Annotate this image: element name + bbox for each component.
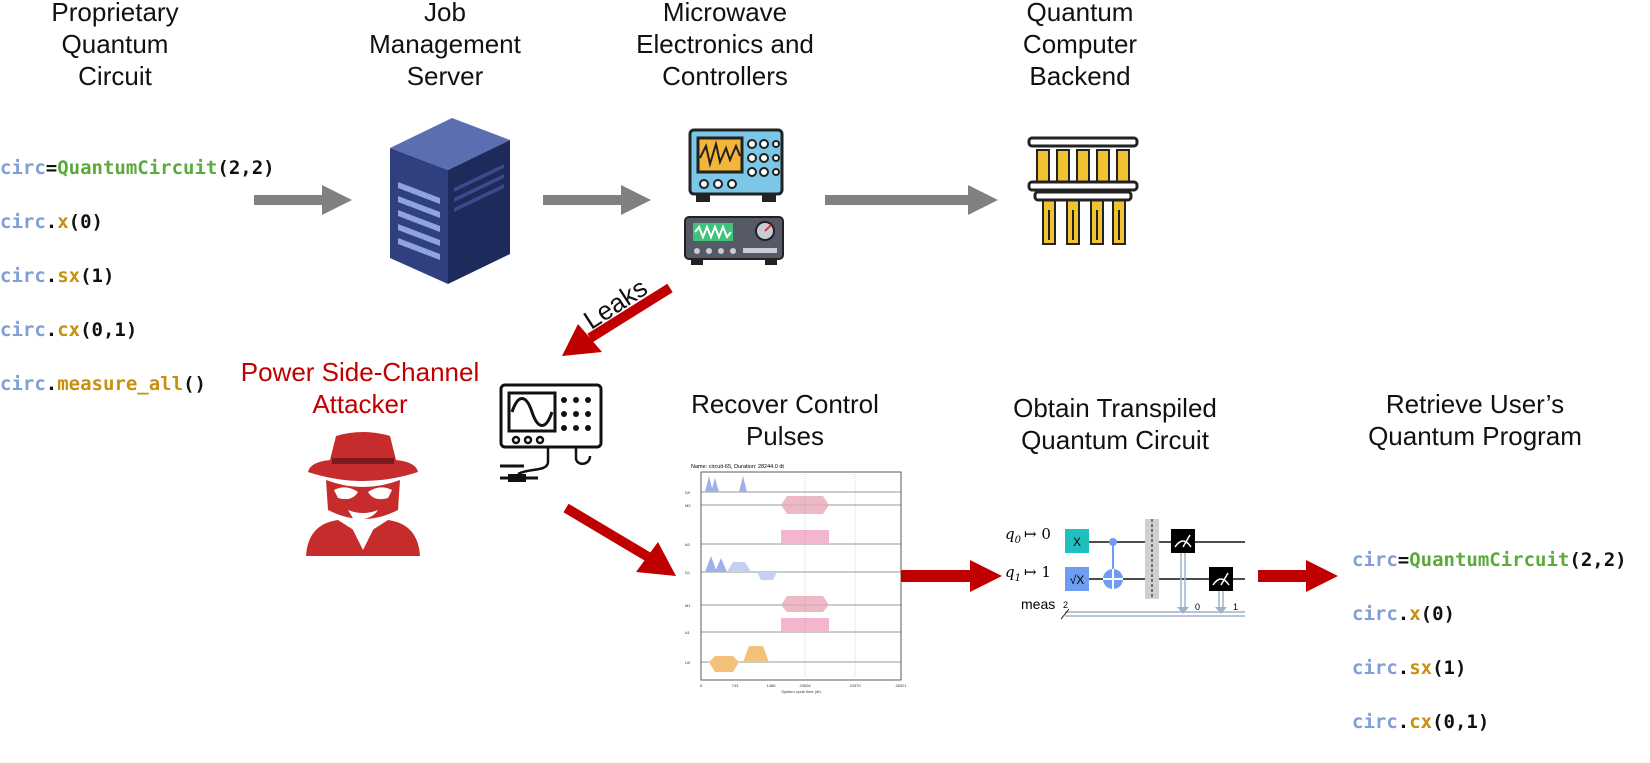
code-line: circ.sx(1) xyxy=(0,265,115,287)
code-right: circ=QuantumCircuit(2,2) circ.x(0) circ.… xyxy=(1352,520,1627,763)
arrow-scope-to-pulses xyxy=(563,503,676,576)
cx-control xyxy=(1109,538,1117,546)
code-line: circ.x(0) xyxy=(1352,603,1455,625)
transpiled-circuit: q0↦ 0 q1↦ 1 meas 2 X √X 0 1 xyxy=(1005,519,1245,620)
gate-x-label: X xyxy=(1073,535,1081,549)
x-axis-label: System cycle time (dt) xyxy=(781,689,821,694)
meas-bit-1: 1 xyxy=(1233,602,1238,612)
x-tick: 1485 xyxy=(767,683,777,688)
x-tick: 743 xyxy=(732,683,739,688)
gate-x xyxy=(1065,529,1089,553)
code-line: circ.x(0) xyxy=(0,211,103,233)
hacker-icon xyxy=(306,432,420,556)
channel-label: D0 xyxy=(685,490,691,495)
code-line: circ.cx(0,1) xyxy=(1352,711,1490,733)
code-left: circ=QuantumCircuit(2,2) circ.x(0) circ.… xyxy=(0,128,275,425)
pulse-schedule-plot: Name: circuit-65, Duration: 28244.0 dt D… xyxy=(685,464,907,694)
channel-label: M0 xyxy=(685,503,691,508)
code-line: circ=QuantumCircuit(2,2) xyxy=(1352,549,1627,571)
x-tick: 23528 xyxy=(799,683,811,688)
x-tick: 0 xyxy=(700,683,703,688)
arrow-circuit-to-server xyxy=(254,185,352,215)
code-line: circ.sx(1) xyxy=(1352,657,1467,679)
x-tick: 24370 xyxy=(849,683,861,688)
probe-scope-icon xyxy=(499,383,603,482)
meas-bit-0: 0 xyxy=(1195,602,1200,612)
q0-label: q0↦ 0 xyxy=(1005,525,1051,546)
quantum-chip-icon xyxy=(1027,136,1139,245)
arrow-circuit-to-program xyxy=(1258,560,1338,592)
q1-label: q1↦ 1 xyxy=(1005,563,1051,584)
channel-label: U0 xyxy=(685,660,691,665)
arrow-leaks xyxy=(562,283,673,356)
code-line: circ.cx(0,1) xyxy=(0,319,138,341)
meas-label: meas xyxy=(1021,596,1055,612)
gate-sx xyxy=(1065,567,1089,591)
gate-sx-label: √X xyxy=(1070,573,1085,587)
server-icon xyxy=(390,118,510,284)
channel-label: A1 xyxy=(685,630,691,635)
x-tick: 28321 xyxy=(895,683,907,688)
signal-generator-icon xyxy=(684,216,784,265)
meas-count: 2 xyxy=(1063,600,1068,610)
arrow-pulses-to-circuit xyxy=(900,560,1002,592)
code-line: circ=QuantumCircuit(2,2) xyxy=(0,157,275,179)
oscilloscope-icon xyxy=(688,128,784,202)
channel-label: D1 xyxy=(685,570,691,575)
channel-label: M1 xyxy=(685,603,691,608)
plot-header: Name: circuit-65, Duration: 28244.0 dt xyxy=(691,464,784,470)
arrow-electronics-to-backend xyxy=(825,185,998,215)
code-line: circ.measure_all() xyxy=(0,373,206,395)
channel-label: A0 xyxy=(685,542,691,547)
arrow-server-to-electronics xyxy=(543,185,651,215)
